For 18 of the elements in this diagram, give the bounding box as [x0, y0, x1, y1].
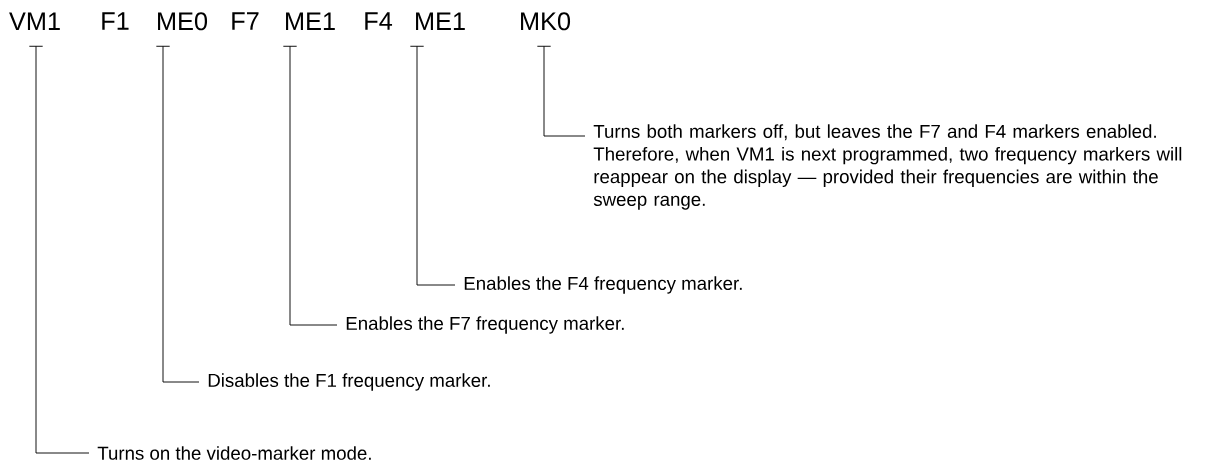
description-text: Disables the F1 frequency marker. [208, 373, 490, 391]
leader-line [536, 45, 586, 137]
description-text: Enables the F7 frequency marker. [346, 316, 624, 334]
command-code: F1 [102, 12, 129, 30]
leader-line [282, 45, 338, 326]
description-text: Enables the F4 frequency marker. [464, 276, 742, 294]
command-code: ME1 [286, 12, 335, 30]
description-text: Turns both markers off, but leaves the F7 and F4 markers enabled. Therefore, when VM1 is next programmed, two frequency markers will reappear on the display — provided their frequencies are within the sweep range. [593, 124, 1182, 210]
command-code: MK0 [521, 12, 571, 31]
command-code: F7 [232, 12, 259, 30]
leader-line [409, 45, 456, 286]
command-code: VM1 [9, 12, 60, 30]
command-code: F4 [365, 12, 393, 30]
leader-line [28, 45, 90, 454]
command-code: ME0 [158, 12, 208, 31]
leader-line [155, 45, 200, 383]
command-code: ME1 [416, 12, 465, 30]
description-text: Turns on the video-marker mode. [97, 446, 371, 460]
